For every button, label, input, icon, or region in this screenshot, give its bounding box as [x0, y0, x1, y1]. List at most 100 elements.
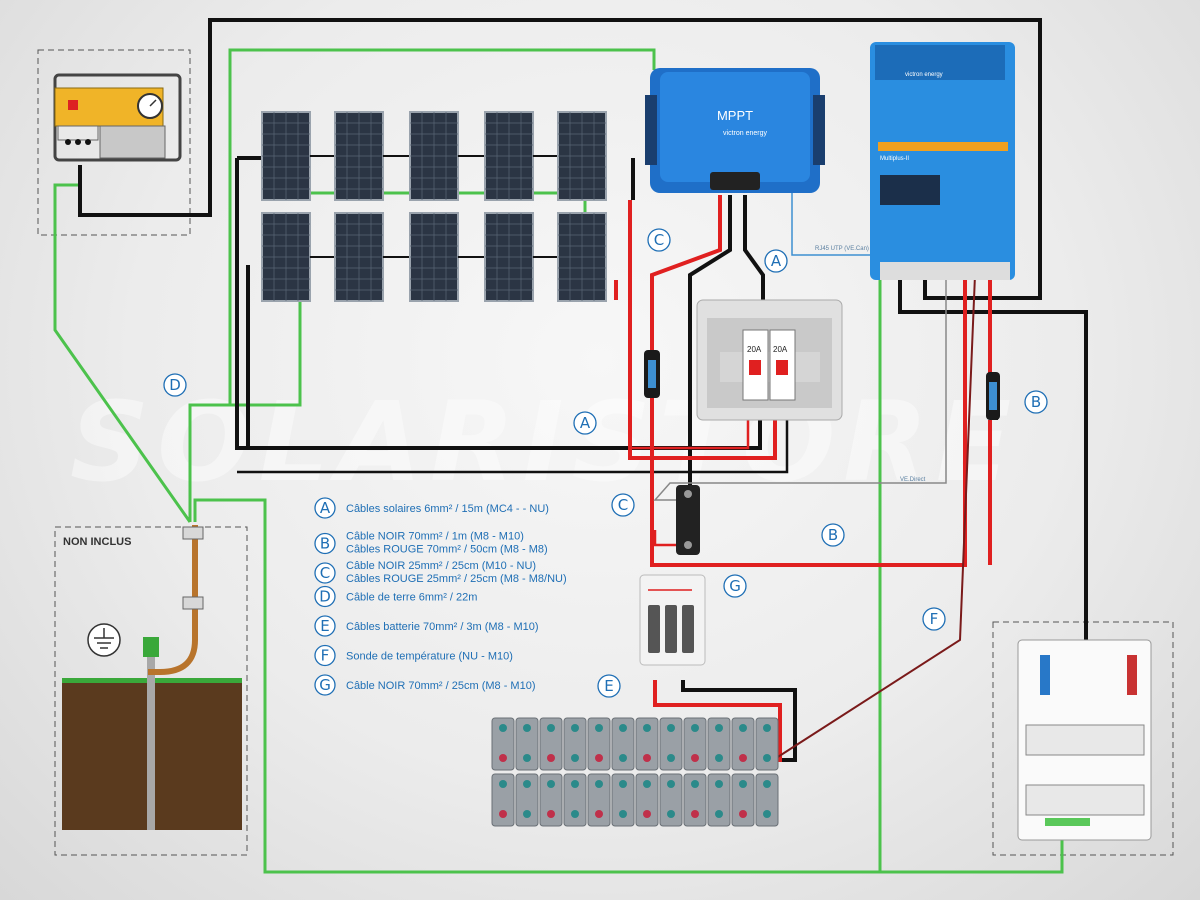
- ve-direct-wire: [653, 260, 947, 501]
- battery-cell: [539, 773, 563, 827]
- legend-letter: A: [320, 499, 331, 517]
- battery-cell: [659, 773, 683, 827]
- callout-badge: E: [597, 674, 621, 698]
- battery-cell: [731, 717, 755, 771]
- callout-letter: A: [771, 252, 782, 270]
- callout-badge: G: [723, 574, 747, 598]
- legend-letter: E: [320, 617, 329, 635]
- legend-letter: C: [320, 564, 330, 582]
- solar-panel: [557, 111, 607, 201]
- battery-cell: [611, 717, 635, 771]
- breaker-box: 20A 20A: [696, 299, 843, 421]
- callout-letter: E: [604, 677, 613, 695]
- breaker-right-rating: 20A: [773, 345, 788, 354]
- legend-line: Sonde de température (NU - M10): [346, 651, 513, 663]
- legend-badge: [314, 674, 336, 696]
- legend-line: Câble NOIR 70mm² / 25cm (M8 - M10): [346, 680, 535, 692]
- legend-letter: F: [321, 647, 330, 665]
- solar-panel: [484, 111, 534, 201]
- legend-item: F Sonde de température (NU - M10): [314, 644, 513, 667]
- mppt-brand: victron energy: [723, 130, 767, 137]
- grounding-box: [54, 526, 248, 856]
- battery-cell: [683, 717, 707, 771]
- positive-wires: [614, 195, 992, 762]
- non-inclus-label: NON INCLUS: [63, 536, 131, 548]
- battery-cell: [683, 773, 707, 827]
- legend-item: A Câbles solaires 6mm² / 15m (MC4 - - NU): [314, 497, 549, 519]
- callout-letter: C: [654, 231, 664, 249]
- callout-badge: A: [573, 411, 597, 435]
- battery-cell: [563, 773, 587, 827]
- inline-fuses: [644, 350, 1000, 420]
- cable-legend: A Câbles solaires 6mm² / 15m (MC4 - - NU)…: [314, 497, 567, 696]
- battery-bank: [491, 717, 779, 827]
- battery-cell: [755, 773, 779, 827]
- legend-badge: [314, 562, 336, 584]
- callout-badge: D: [163, 373, 187, 397]
- temperature-probe-wire: [769, 274, 976, 763]
- inverter-brand: victron energy: [905, 72, 943, 78]
- battery-cell: [563, 717, 587, 771]
- callout-badge: B: [1024, 390, 1048, 414]
- legend-line: Câbles solaires 6mm² / 15m (MC4 - - NU): [346, 503, 549, 515]
- battery-cell: [635, 717, 659, 771]
- callout-badge: B: [821, 523, 845, 547]
- legend-item: D Câble de terre 6mm² / 22m: [314, 585, 477, 608]
- battery-cell: [659, 717, 683, 771]
- solar-panel: [334, 111, 384, 201]
- watermark: SOLARISTORE: [70, 378, 1019, 506]
- battery-cell: [755, 717, 779, 771]
- breaker-left-rating: 20A: [747, 345, 762, 354]
- callout-letter: B: [828, 526, 838, 544]
- battery-cell: [611, 773, 635, 827]
- mppt-title: MPPT: [717, 108, 753, 123]
- ground-rod: [62, 525, 242, 830]
- battery-cell: [707, 773, 731, 827]
- shunt: [676, 485, 700, 555]
- legend-letter: G: [319, 676, 331, 694]
- legend-item: E Câbles batterie 70mm² / 3m (M8 - M10): [314, 615, 539, 637]
- battery-cell: [587, 773, 611, 827]
- battery-cell: [491, 773, 515, 827]
- legend-line: Câble NOIR 70mm² / 1m (M8 - M10): [346, 531, 524, 543]
- legend-badge: [314, 497, 336, 519]
- panel-box: [992, 621, 1174, 856]
- callout-badge: C: [611, 493, 635, 517]
- legend-item: G Câble NOIR 70mm² / 25cm (M8 - M10): [314, 674, 535, 696]
- battery-cell: [539, 717, 563, 771]
- solar-array: [261, 111, 607, 302]
- solar-panel: [484, 212, 534, 302]
- earth-ground-icon: [87, 623, 121, 657]
- battery-cell: [515, 717, 539, 771]
- solar-panel: [261, 212, 311, 302]
- callout-letter: A: [580, 414, 591, 432]
- generator-box: [37, 49, 191, 236]
- callout-badge: A: [764, 249, 788, 273]
- legend-badge: [314, 585, 336, 608]
- solar-panel: [334, 212, 384, 302]
- solar-panel: [261, 111, 311, 201]
- callout-letter: G: [729, 577, 741, 595]
- solar-panel: [409, 111, 459, 201]
- vedirect-label: VE.Direct: [900, 477, 926, 483]
- callout-letter: D: [169, 376, 181, 394]
- legend-letter: D: [319, 588, 331, 606]
- battery-cell: [491, 717, 515, 771]
- legend-line: Câble de terre 6mm² / 22m: [346, 592, 477, 604]
- callout-letter: F: [930, 610, 939, 628]
- legend-line: Câble NOIR 25mm² / 25cm (M10 - NU): [346, 560, 536, 572]
- legend-line: Câbles batterie 70mm² / 3m (M8 - M10): [346, 621, 539, 633]
- legend-badge: [314, 644, 336, 667]
- legend-badge: [314, 615, 336, 637]
- battery-cell: [731, 773, 755, 827]
- battery-cell: [635, 773, 659, 827]
- legend-line: Câbles ROUGE 70mm² / 50cm (M8 - M8): [346, 544, 548, 556]
- solar-panel: [409, 212, 459, 302]
- main-switch: [639, 574, 706, 666]
- battery-cell: [707, 717, 731, 771]
